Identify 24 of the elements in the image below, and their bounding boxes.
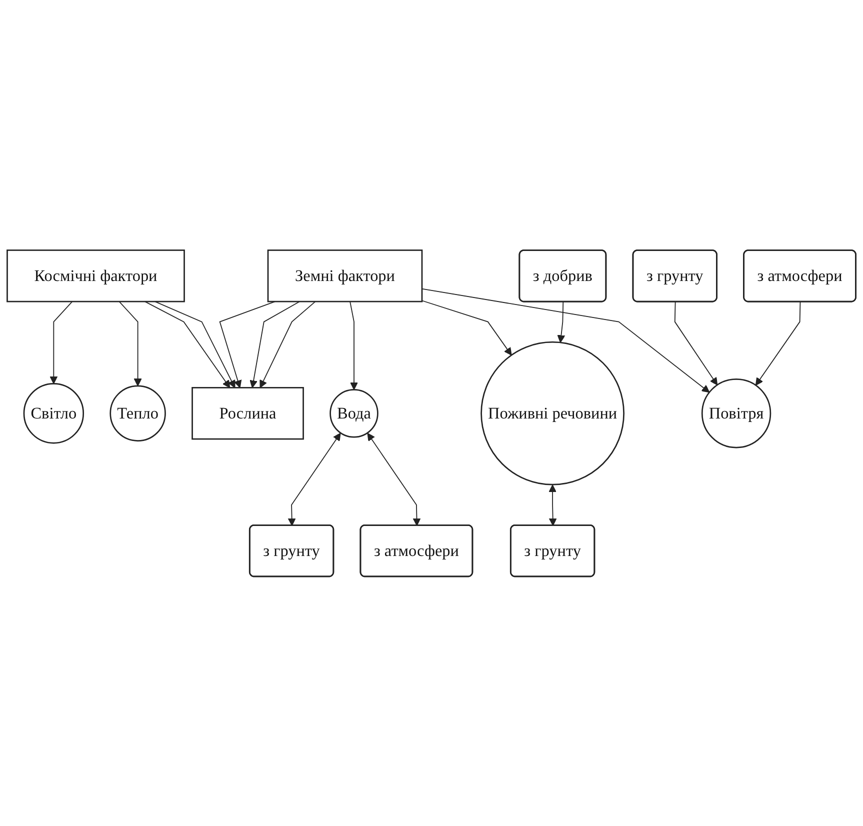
node-box: Рослина: [192, 386, 304, 440]
arrow: [154, 300, 236, 388]
node-circle: Світло: [23, 382, 84, 444]
arrow: [367, 432, 421, 526]
arrow: [219, 300, 276, 388]
arrow: [118, 300, 142, 386]
node-circle: Поживні речовини: [480, 341, 624, 485]
arrow: [557, 301, 566, 343]
arrow: [50, 300, 73, 384]
node-circle: Вода: [330, 388, 378, 438]
arrow: [674, 301, 718, 385]
node-box: Космічні фактори: [6, 249, 185, 302]
node-circle: Повітря: [701, 378, 772, 448]
arrow: [250, 300, 300, 388]
arrow: [144, 300, 230, 388]
node-box: Земні фактори: [267, 249, 423, 302]
arrow: [260, 300, 316, 388]
arrow: [288, 432, 341, 526]
arrow: [548, 484, 557, 526]
arrow: [422, 300, 512, 356]
arrow: [755, 301, 801, 386]
arrow: [422, 288, 710, 392]
node-circle: Тепло: [110, 384, 166, 442]
arrow: [350, 300, 358, 390]
